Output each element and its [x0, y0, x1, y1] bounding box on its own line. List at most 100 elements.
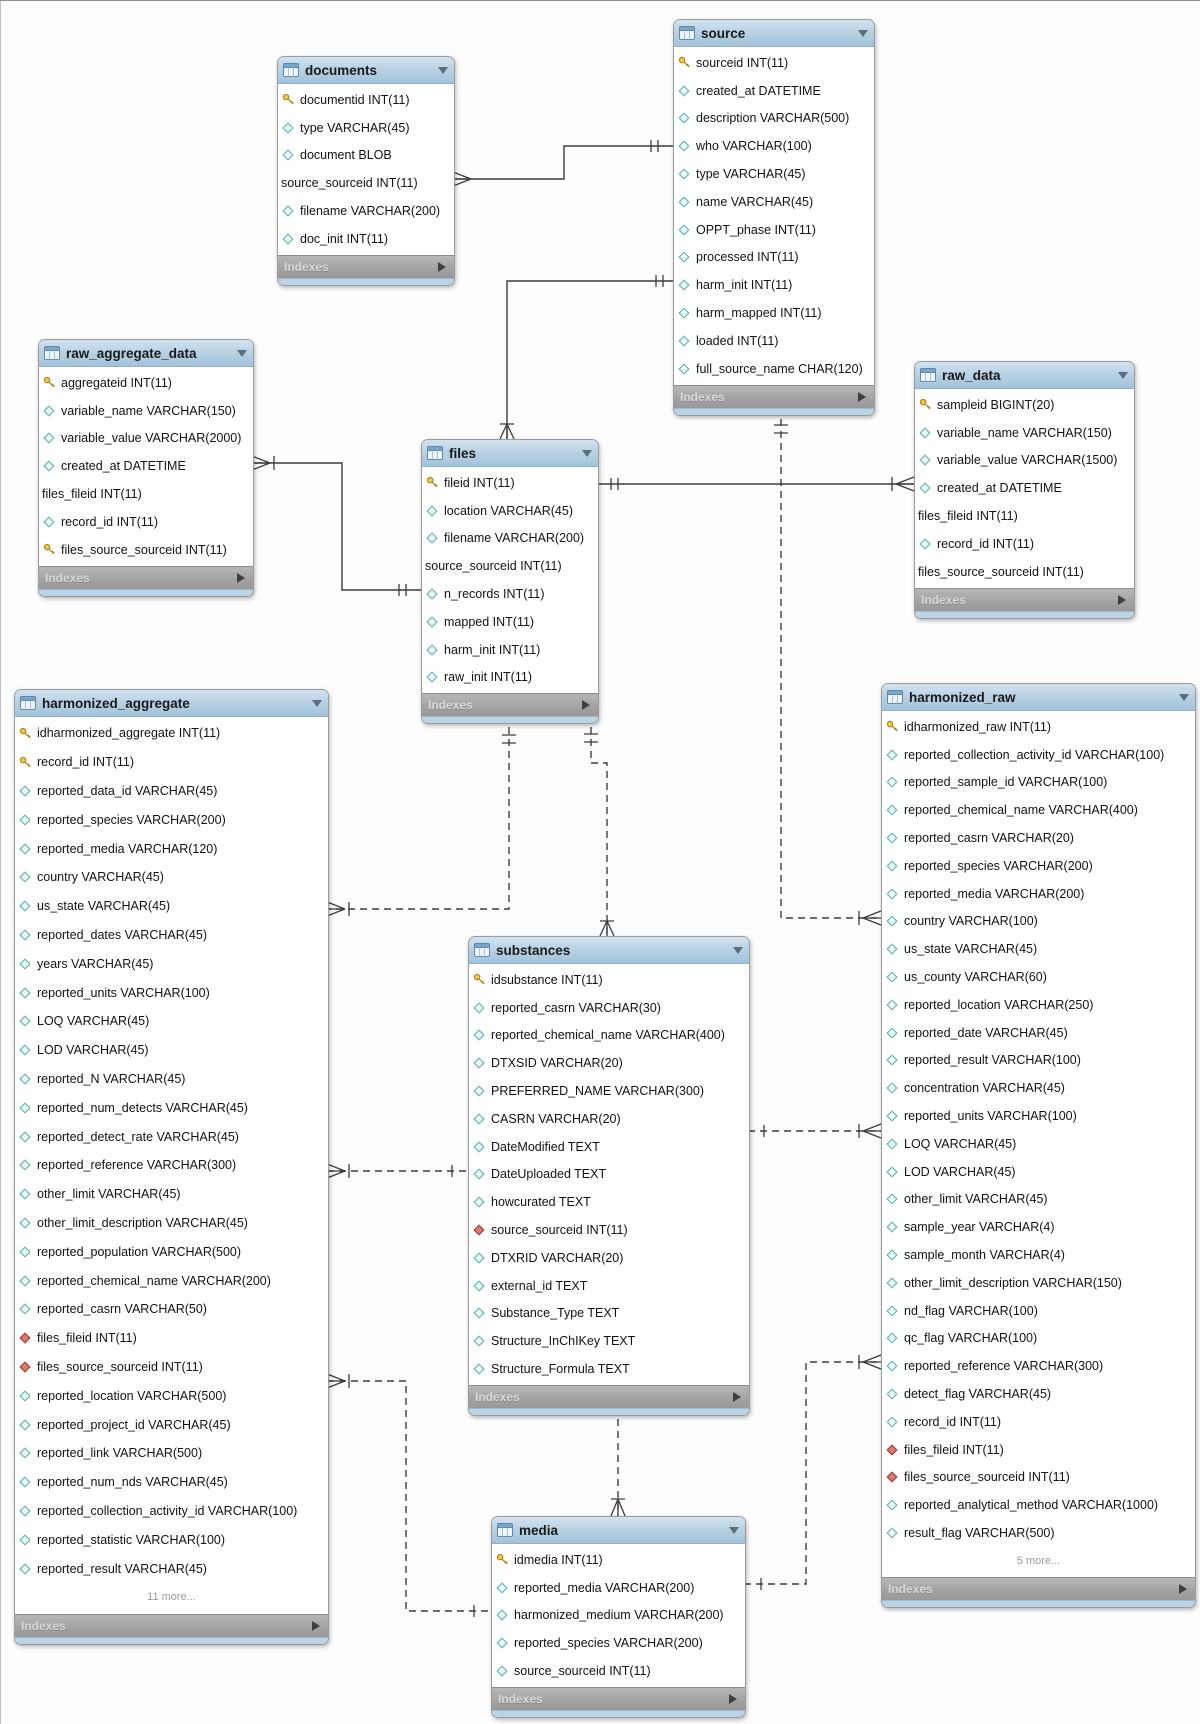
expand-indexes-icon[interactable]: [237, 572, 245, 583]
field-label: n_records INT(11): [444, 587, 545, 602]
field-label: idsubstance INT(11): [491, 972, 603, 987]
more-fields-note: 11 more...: [147, 1591, 196, 1604]
table-header[interactable]: harmonized_raw: [882, 684, 1195, 711]
column-icon: [43, 432, 56, 445]
collapse-arrow-icon[interactable]: [582, 449, 592, 457]
field-row: full_source_name CHAR(120): [674, 355, 874, 383]
column-icon: [19, 1534, 32, 1546]
collapse-arrow-icon[interactable]: [1118, 371, 1128, 379]
field-label: reported_num_detects VARCHAR(45): [37, 1100, 248, 1115]
field-row: harmonized_medium VARCHAR(200): [492, 1602, 745, 1630]
field-label: files_fileid INT(11): [42, 487, 142, 502]
field-row: reported_num_detects VARCHAR(45): [15, 1093, 328, 1122]
field-row: detect_flag VARCHAR(45): [882, 1380, 1195, 1408]
indexes-footer[interactable]: Indexes: [915, 587, 1134, 611]
field-label: harmonized_medium VARCHAR(200): [514, 1608, 724, 1623]
field-list: sampleid BIGINT(20)variable_name VARCHAR…: [915, 389, 1134, 588]
field-label: fileid INT(11): [444, 475, 515, 490]
field-row: location VARCHAR(45): [422, 497, 598, 525]
field-row: CASRN VARCHAR(20): [469, 1105, 749, 1133]
collapse-arrow-icon[interactable]: [237, 349, 247, 357]
field-label: reported_statistic VARCHAR(100): [37, 1532, 226, 1547]
collapse-arrow-icon[interactable]: [729, 1526, 739, 1534]
field-label: source_sourceid INT(11): [425, 559, 562, 574]
table-icon: [920, 368, 936, 382]
field-label: nd_flag VARCHAR(100): [904, 1303, 1038, 1318]
field-row: sample_year VARCHAR(4): [882, 1213, 1195, 1241]
field-label: files_fileid INT(11): [918, 509, 1018, 524]
table-header[interactable]: raw_data: [915, 362, 1134, 389]
field-row: LOD VARCHAR(45): [882, 1158, 1195, 1186]
table-header[interactable]: harmonized_aggregate: [15, 690, 328, 717]
table-header[interactable]: source: [674, 20, 874, 47]
column-icon: [473, 1113, 486, 1125]
column-icon: [19, 1044, 32, 1056]
table-header[interactable]: media: [492, 1517, 745, 1544]
indexes-footer[interactable]: Indexes: [15, 1613, 328, 1637]
expand-indexes-icon[interactable]: [438, 261, 446, 272]
field-row: reported_species VARCHAR(200): [882, 852, 1195, 880]
expand-indexes-icon[interactable]: [1179, 1583, 1187, 1594]
field-row: reported_collection_activity_id VARCHAR(…: [15, 1497, 328, 1526]
column-icon: [19, 1246, 32, 1258]
expand-indexes-icon[interactable]: [858, 391, 866, 402]
table-header[interactable]: substances: [469, 937, 749, 964]
column-icon: [19, 1130, 32, 1143]
expand-indexes-icon[interactable]: [729, 1693, 737, 1704]
field-row: reported_dates VARCHAR(45): [15, 921, 328, 950]
expand-indexes-icon[interactable]: [582, 700, 590, 711]
table-header[interactable]: raw_aggregate_data: [39, 340, 253, 367]
field-label: DateModified TEXT: [491, 1139, 600, 1154]
field-row: created_at DATETIME: [674, 77, 874, 105]
field-label: aggregateid INT(11): [61, 375, 172, 390]
column-icon: [19, 986, 32, 999]
expand-indexes-icon[interactable]: [312, 1620, 320, 1631]
indexes-footer[interactable]: Indexes: [674, 384, 874, 408]
field-label: other_limit_description VARCHAR(150): [904, 1275, 1122, 1290]
indexes-footer[interactable]: Indexes: [278, 254, 454, 278]
indexes-footer[interactable]: Indexes: [882, 1576, 1195, 1600]
column-icon: [678, 112, 691, 125]
field-label: variable_name VARCHAR(150): [937, 425, 1112, 440]
indexes-footer[interactable]: Indexes: [469, 1384, 749, 1408]
column-icon: [919, 454, 932, 467]
collapse-arrow-icon[interactable]: [438, 66, 448, 74]
table-header[interactable]: documents: [278, 57, 454, 84]
table-header[interactable]: files: [422, 440, 598, 467]
field-label: type VARCHAR(45): [300, 120, 410, 135]
collapse-arrow-icon[interactable]: [1179, 693, 1189, 701]
expand-indexes-icon[interactable]: [733, 1391, 741, 1402]
field-row: who VARCHAR(100): [674, 132, 874, 160]
column-icon: [886, 1527, 899, 1539]
field-label: PREFERRED_NAME VARCHAR(300): [491, 1084, 705, 1099]
column-icon: [886, 1026, 899, 1039]
column-icon: [282, 233, 295, 245]
table-title: harmonized_aggregate: [42, 695, 190, 711]
collapse-arrow-icon[interactable]: [733, 946, 743, 954]
indexes-footer[interactable]: Indexes: [492, 1686, 745, 1710]
indexes-footer[interactable]: Indexes: [39, 565, 253, 589]
collapse-arrow-icon[interactable]: [858, 29, 868, 37]
field-row: document BLOB: [278, 142, 454, 170]
fk-column-icon: [886, 1443, 899, 1456]
collapse-arrow-icon[interactable]: [312, 699, 322, 707]
field-row: files_source_sourceid INT(11): [882, 1464, 1195, 1492]
field-row: country VARCHAR(100): [882, 908, 1195, 936]
field-label: reported_units VARCHAR(100): [37, 985, 210, 1000]
expand-indexes-icon[interactable]: [1118, 594, 1126, 605]
column-icon: [19, 814, 32, 826]
field-row: reported_media VARCHAR(200): [492, 1574, 745, 1602]
field-list: fileid INT(11)location VARCHAR(45)filena…: [422, 467, 598, 693]
field-label: reported_media VARCHAR(200): [514, 1580, 695, 1595]
indexes-footer[interactable]: Indexes: [422, 693, 598, 717]
